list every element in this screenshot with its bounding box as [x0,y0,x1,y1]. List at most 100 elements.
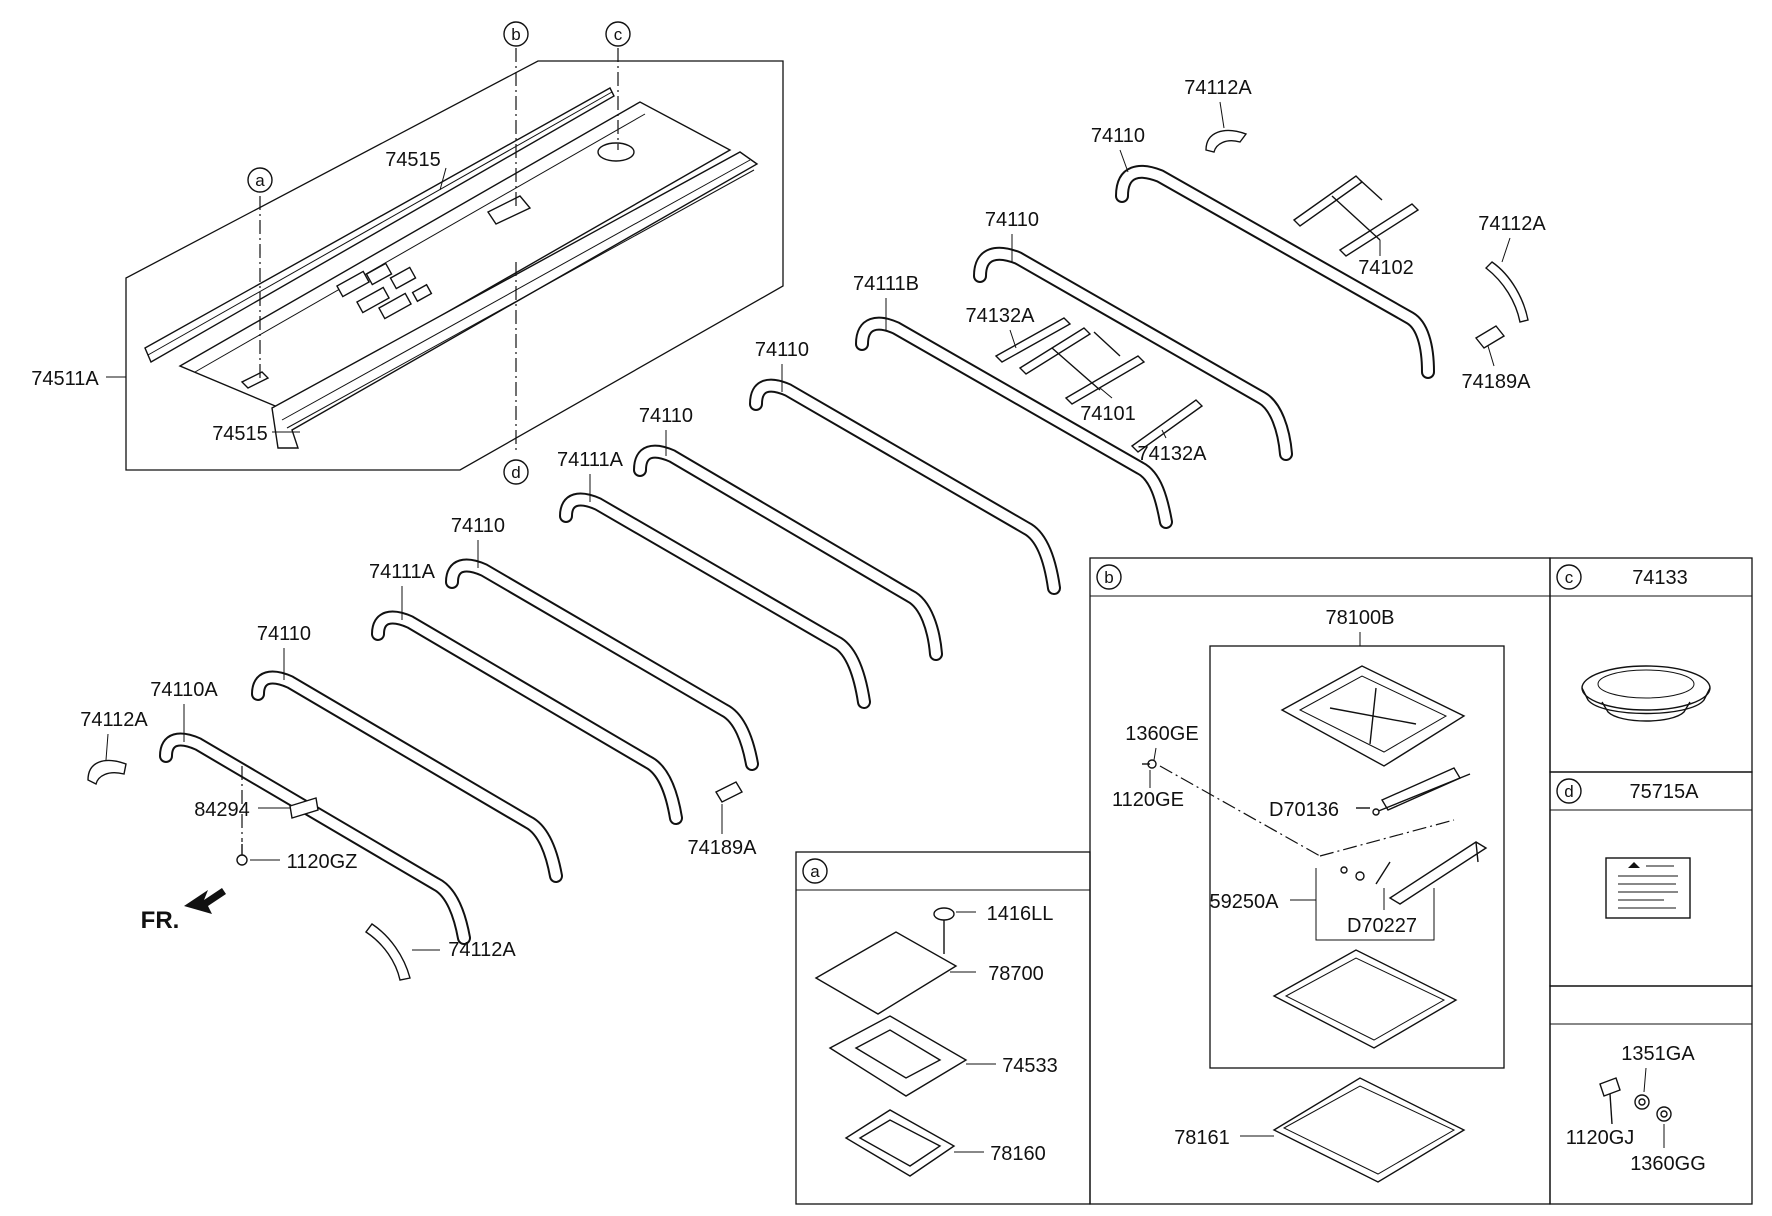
label-1360GE: 1360GE [1125,723,1198,745]
label-74110A: 74110A [150,679,218,701]
label-1360GG: 1360GG [1630,1153,1706,1175]
roof-panel-frame [125,60,784,471]
label-74515-bottom: 74515 [212,423,268,445]
endcap-74112A-left [87,759,127,786]
label-74511A: 74511A [31,368,99,390]
hinge-D70136 [1380,767,1462,811]
callout-a-text: a [255,171,265,190]
label-75715A: 75715A [1630,781,1700,803]
panel-d-tag: d [1564,782,1573,801]
roof-panel [178,101,732,409]
warning-label-75715A [1605,857,1691,919]
label-74101: 74101 [1080,403,1136,425]
opening-a [240,371,270,389]
label-74110-3: 74110 [755,339,809,361]
callout-c-text: c [614,25,623,44]
bow-74111A-top [559,492,871,709]
roof-strip-front [271,151,759,449]
label-D70227: D70227 [1347,915,1417,937]
label-1120GE: 1120GE [1112,789,1184,811]
label-front: FR. [141,907,180,934]
label-78160: 78160 [990,1143,1046,1165]
label-74110-4: 74110 [639,405,693,427]
label-74189A-left: 74189A [688,837,758,859]
label-74133: 74133 [1632,567,1688,589]
label-78700: 78700 [988,963,1044,985]
endcap-74112A-right [1484,261,1529,323]
roof-bows [159,164,1435,945]
opening-b [486,195,532,225]
label-1416LL: 1416LL [987,903,1054,925]
main-labels: 74112A 74110 74112A 74102 74189A 74110 7… [80,77,1546,961]
opening-c [597,142,635,162]
cover-78700 [814,931,958,1015]
seal-frame [1272,949,1458,1049]
bracket-59250A [1388,841,1488,905]
panel-c-tag: c [1565,568,1574,587]
pad-74189A-right [1474,325,1506,349]
label-1120GZ: 1120GZ [287,851,358,873]
label-1351GA: 1351GA [1621,1043,1695,1065]
bracket-84294 [289,797,319,819]
bow-74110A [159,732,471,945]
label-59250A: 59250A [1210,891,1280,913]
label-74132A-1: 74132A [966,305,1036,327]
label-74112A-bottom: 74112A [448,939,516,961]
callout-circle-c [605,21,631,47]
panel-d: d 75715A [1549,771,1753,987]
pad-74189A-left [715,781,743,803]
label-84294: 84294 [194,799,250,821]
panel-c: c 74133 [1549,557,1753,773]
label-74112A-right: 74112A [1478,213,1546,235]
label-74110-top: 74110 [1091,125,1145,147]
bow-74110-2 [973,246,1293,461]
crossbar-74101 [1018,327,1146,405]
callout-circle-d [503,459,529,485]
bow-74110-5 [445,558,759,771]
label-74110-5: 74110 [451,515,505,537]
bolt-1120GJ [1599,1077,1621,1097]
bow-74110-top [1115,164,1435,379]
bow-74110-4 [633,444,943,661]
panel-a-tag: a [810,862,820,881]
panel-d-tag-circle [1556,778,1582,804]
label-74189A-right: 74189A [1462,371,1532,393]
bow-74111A-mid [371,610,683,825]
panel-b: b 78100B D70136 1360GE 1120GE 59250A [1089,557,1551,1205]
panel-a-tag-circle [802,858,828,884]
roof-panel-group: a b c d 74515 74515 74511A [31,21,784,485]
label-74111A-mid: 74111A [369,561,436,583]
label-74110-6: 74110 [257,623,311,645]
roof-strip-rear [144,87,615,363]
front-arrow-icon [184,888,226,914]
base-78161 [1272,1077,1466,1183]
label-74110-2: 74110 [985,209,1039,231]
endcap-74112A-top [1205,129,1248,153]
callout-d-text: d [511,463,520,482]
label-74111B: 74111B [853,273,919,295]
clip-1416LL [933,907,955,921]
panel-b-tag-circle [1096,564,1122,590]
panel-c-tag-circle [1556,564,1582,590]
label-74102: 74102 [1358,257,1414,279]
label-74112A-top: 74112A [1184,77,1252,99]
strip-74132A-1 [994,317,1072,363]
label-D70136: D70136 [1269,799,1339,821]
label-74111A-top: 74111A [557,449,624,471]
panel-a: a 1416LL 78700 74533 78160 [795,851,1091,1205]
label-74112A-left: 74112A [80,709,148,731]
label-78161: 78161 [1174,1127,1230,1149]
label-1120GJ: 1120GJ [1566,1127,1635,1149]
strip-74132A-2 [1130,399,1204,453]
panel-b-tag: b [1104,568,1113,587]
bolt-1120GZ [236,854,248,866]
callout-circle-a [247,167,273,193]
label-74533: 74533 [1002,1055,1058,1077]
callout-b-text: b [511,25,520,44]
panel-e: 1351GA 1120GJ 1360GG [1549,985,1753,1205]
endcap-74112A-bottom [364,923,411,981]
label-78100B: 78100B [1326,607,1395,629]
grommet-74133 [1581,665,1711,711]
callout-circle-b [503,21,529,47]
